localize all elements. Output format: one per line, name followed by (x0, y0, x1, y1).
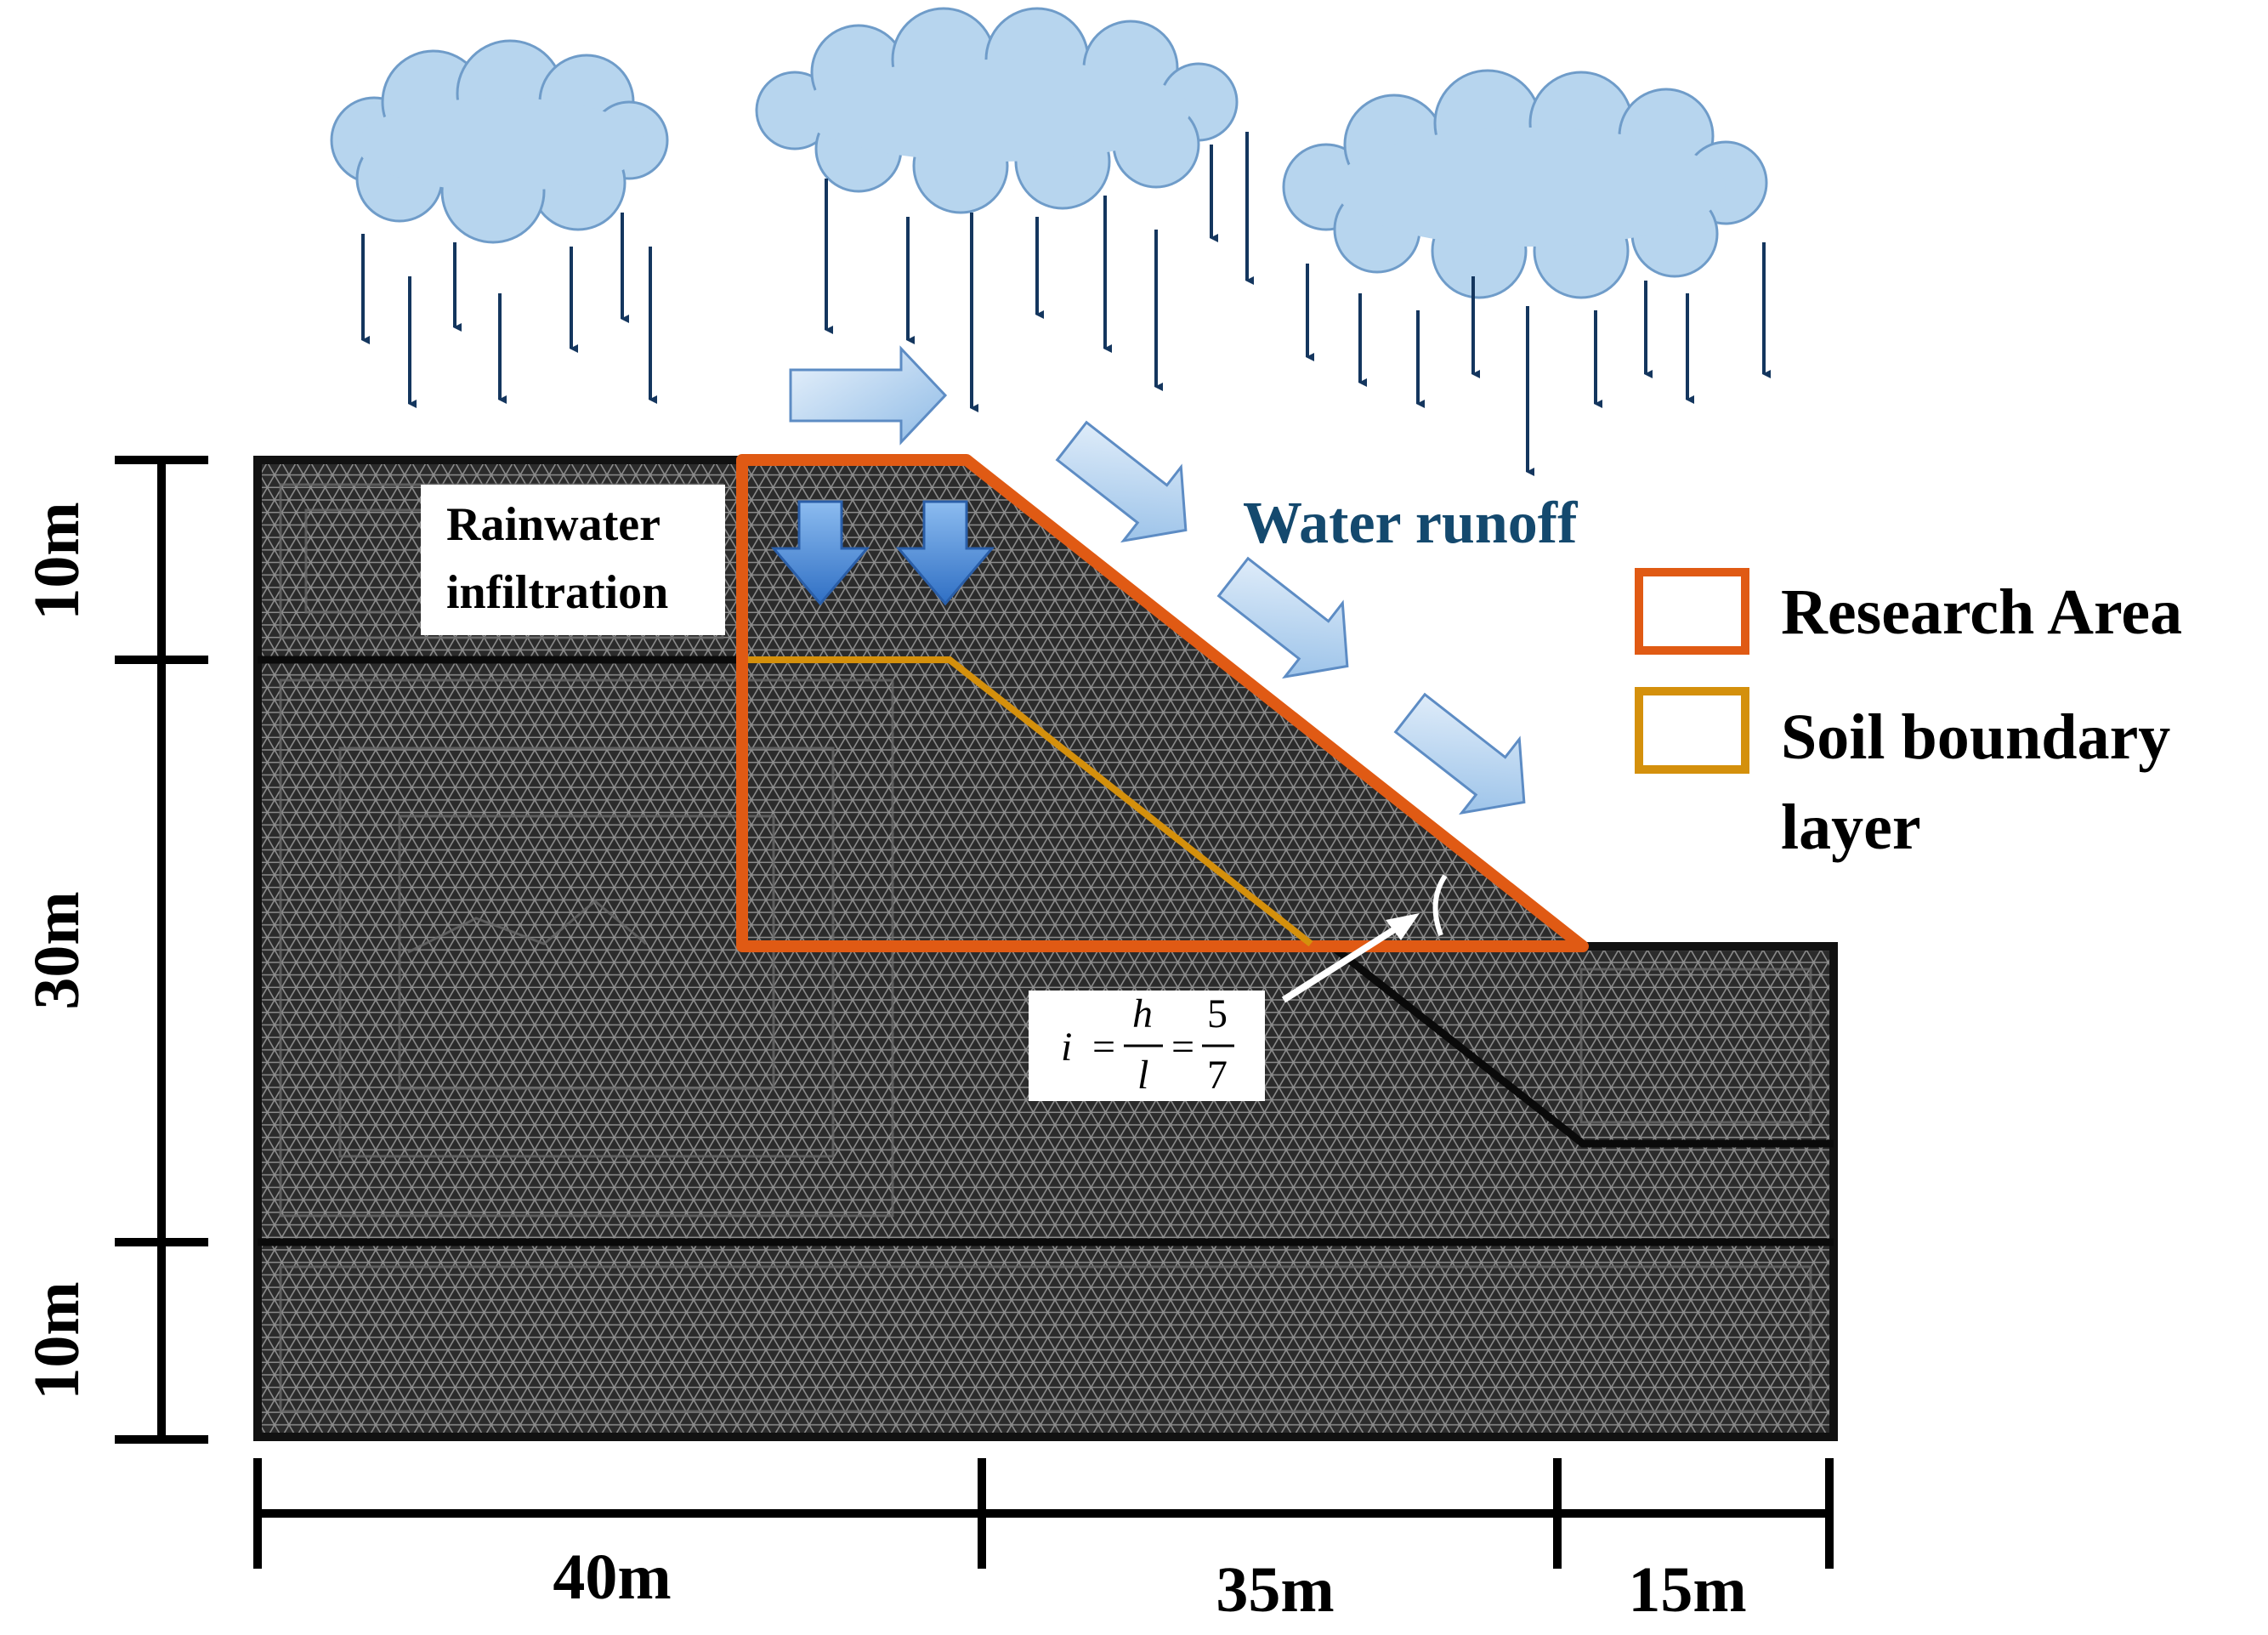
cloud-left (330, 39, 669, 244)
slope-angle-arc (1432, 874, 1448, 937)
infiltration-label-line2: infiltration (446, 566, 668, 619)
legend-label-soil-boundary-line2: layer (1781, 792, 1921, 863)
runoff-arrow-2 (1055, 420, 1188, 543)
legend-swatch-soil-boundary (1635, 687, 1749, 774)
runoff-arrow-1 (789, 345, 948, 446)
soil-boundary-line (748, 656, 1313, 947)
formula-eq2: = (1171, 1025, 1194, 1070)
dim-vertical-top: 10m (21, 502, 93, 620)
rain-arrows (361, 132, 1771, 476)
infiltration-arrows (770, 500, 995, 606)
formula-7: 7 (1207, 1053, 1228, 1098)
dim-vertical-middle: 30m (21, 891, 93, 1009)
formula-h: h (1132, 991, 1153, 1036)
legend: Research Area Soil boundary layer (1635, 568, 2182, 863)
dim-horizontal-right: 15m (1628, 1554, 1746, 1626)
formula-eq1: = (1092, 1025, 1115, 1070)
legend-swatch-research-area (1635, 568, 1749, 655)
horizontal-dimension-scale (253, 1458, 1834, 1569)
formula-5: 5 (1207, 991, 1228, 1036)
legend-label-soil-boundary-line1: Soil boundary (1781, 701, 2170, 773)
runoff-arrows (789, 345, 1526, 815)
runoff-arrow-4 (1393, 692, 1526, 815)
layer-line-right (1330, 943, 1834, 1148)
infiltration-arrow-1 (770, 500, 870, 606)
legend-label-research-area: Research Area (1781, 576, 2182, 648)
vertical-dimension-scale (115, 456, 208, 1444)
infiltration-label-line1: Rainwater (446, 498, 661, 551)
infiltration-arrow-2 (895, 500, 995, 606)
slope-angle-pointer-head (1386, 913, 1420, 940)
runoff-arrow-3 (1216, 556, 1349, 679)
dim-horizontal-middle: 35m (1216, 1554, 1334, 1626)
slope-angle-pointer (1281, 917, 1412, 1003)
water-runoff-label: Water runoff (1243, 491, 1578, 556)
infiltration-label-box (421, 485, 725, 635)
research-area-outline (736, 454, 1589, 952)
dim-horizontal-left: 40m (553, 1541, 671, 1613)
cloud-middle (755, 7, 1239, 214)
slope-formula: i = h l = 5 7 (1061, 991, 1234, 1098)
formula-l: l (1137, 1053, 1148, 1098)
cloud-right (1282, 69, 1768, 299)
dim-vertical-bottom: 10m (21, 1281, 93, 1399)
formula-i: i (1061, 1025, 1072, 1070)
